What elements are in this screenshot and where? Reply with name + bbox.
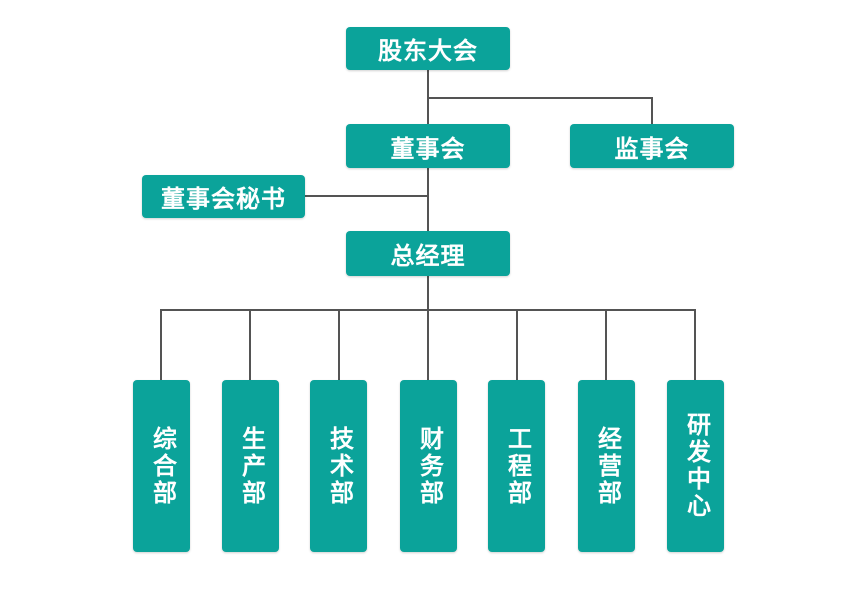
node-label: 股东大会: [378, 38, 478, 65]
node-board-secretary[interactable]: 董事会秘书: [142, 175, 305, 218]
node-general-manager[interactable]: 总经理: [346, 231, 510, 276]
node-board-of-supervisors[interactable]: 监事会: [570, 124, 734, 168]
node-label: 研发中心: [682, 412, 710, 520]
node-shareholders-meeting[interactable]: 股东大会: [346, 27, 510, 70]
node-rd-center[interactable]: 研发中心: [667, 380, 724, 552]
node-label: 综合部: [148, 425, 176, 507]
node-board-of-directors[interactable]: 董事会: [346, 124, 510, 168]
node-dept-engineering[interactable]: 工程部: [488, 380, 545, 552]
node-dept-general-affairs[interactable]: 综合部: [133, 380, 190, 552]
node-dept-technology[interactable]: 技术部: [310, 380, 367, 552]
node-label: 董事会秘书: [161, 186, 286, 213]
node-label: 工程部: [503, 425, 531, 507]
node-label: 董事会: [390, 135, 466, 163]
node-label: 监事会: [614, 135, 690, 163]
node-label: 经营部: [593, 425, 621, 507]
node-dept-production[interactable]: 生产部: [222, 380, 279, 552]
node-label: 生产部: [237, 425, 265, 507]
node-dept-operations[interactable]: 经营部: [578, 380, 635, 552]
node-dept-finance[interactable]: 财务部: [400, 380, 457, 552]
node-label: 财务部: [415, 425, 443, 507]
node-label: 技术部: [325, 425, 353, 507]
node-label: 总经理: [390, 243, 466, 270]
